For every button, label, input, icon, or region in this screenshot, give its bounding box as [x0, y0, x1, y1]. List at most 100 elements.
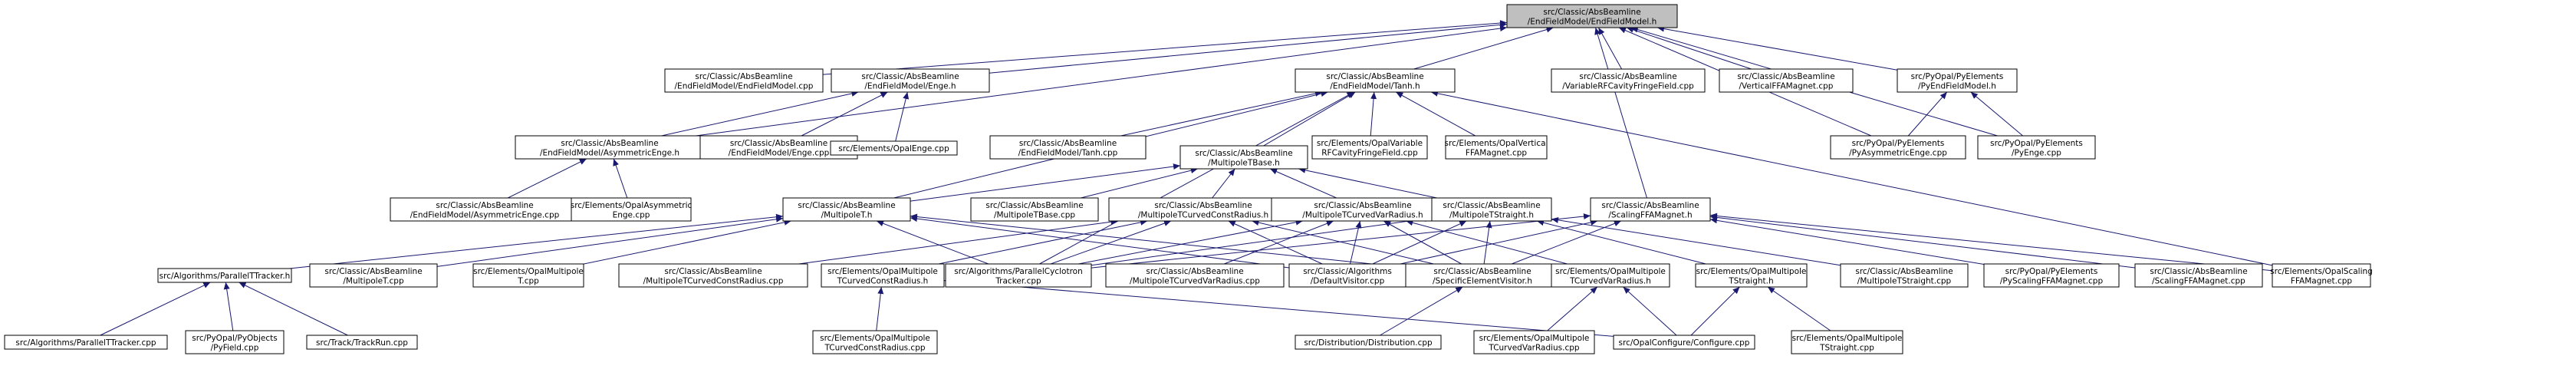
graph-node-sev-h[interactable]: src/Classic/AbsBeamline/SpecificElementV…	[1405, 263, 1560, 288]
node-box	[1719, 68, 1854, 93]
node-label-line: /PyScalingFFAMagnet.cpp	[2000, 276, 2104, 285]
graph-node-mt-h[interactable]: src/Classic/AbsBeamline/MultipoleT.h	[782, 197, 911, 222]
graph-node-trackrun-cpp[interactable]: src/Track/TrackRun.cpp	[306, 335, 418, 350]
node-box	[2134, 263, 2263, 288]
node-box	[1271, 197, 1455, 222]
node-label-line: /VariableRFCavityFringeField.cpp	[1562, 81, 1694, 91]
graph-node-opalmtcvr-cpp[interactable]: src/Elements/OpalMultipoleTCurvedVarRadi…	[1473, 330, 1595, 354]
graph-node-mtccr-cpp[interactable]: src/Classic/AbsBeamline/MultipoleTCurved…	[618, 263, 808, 288]
node-label-line: src/Elements/OpalMultipole	[1792, 334, 1903, 343]
graph-node-mtbase-h[interactable]: src/Classic/AbsBeamline/MultipoleTBase.h	[1179, 145, 1308, 170]
graph-node-mtbase-cpp[interactable]: src/Classic/AbsBeamline/MultipoleTBase.c…	[970, 197, 1099, 222]
node-label-line: TCurvedVarRadius.cpp	[1488, 343, 1580, 352]
node-label-line: src/Classic/AbsBeamline	[436, 201, 533, 210]
graph-node-asymenge-cpp[interactable]: src/Classic/AbsBeamline/EndFieldModel/As…	[390, 197, 580, 222]
node-label-line: src/Classic/AbsBeamline	[1737, 72, 1834, 81]
graph-node-mts-cpp[interactable]: src/Classic/AbsBeamline/MultipoleTStraig…	[1840, 263, 1969, 288]
graph-node-tanh-cpp[interactable]: src/Classic/AbsBeamline/EndFieldModel/Ta…	[989, 135, 1147, 160]
graph-node-pysffa-cpp[interactable]: src/PyOpal/PyElements/PyScalingFFAMagnet…	[1983, 263, 2120, 288]
graph-node-pyefm-h[interactable]: src/PyOpal/PyElements/PyEndFieldModel.h	[1897, 68, 2018, 93]
node-label-line: src/Classic/AbsBeamline	[1314, 201, 1411, 210]
graph-node-opalvrfc-cpp[interactable]: src/Elements/OpalVariableRFCavityFringeF…	[1311, 135, 1428, 160]
include-edge-sffa_h-to-root	[1594, 27, 1647, 199]
include-edge-opalmtccr_h-to-mtccr_h	[938, 219, 1148, 265]
node-label-line: src/Classic/AbsBeamline	[561, 139, 658, 148]
graph-node-mt-cpp[interactable]: src/Classic/AbsBeamline/MultipoleT.cpp	[309, 263, 438, 288]
include-edge-pyenge_cpp-to-pyefm_h	[1970, 91, 2023, 137]
graph-node-sffa-cpp[interactable]: src/Classic/AbsBeamline/ScalingFFAMagnet…	[2134, 263, 2263, 288]
include-edge-tanh_cpp-to-tanh_h	[1120, 91, 1323, 137]
node-label-line: /VerticalFFAMagnet.cpp	[1739, 81, 1834, 91]
node-box	[1445, 135, 1548, 160]
node-box	[1791, 330, 1903, 354]
graph-node-configure-cpp[interactable]: src/OpalConfigure/Configure.cpp	[1613, 335, 1755, 350]
include-edge-opalmtcvr_cpp-to-opalmtcvr_h	[1547, 286, 1598, 331]
graph-node-dv-cpp[interactable]: src/Classic/Algorithms/DefaultVisitor.cp…	[1288, 263, 1406, 288]
graph-node-mts-h[interactable]: src/Classic/AbsBeamline/MultipoleTStraig…	[1431, 197, 1552, 222]
include-edge-mtccr_cpp-to-mtccr_h	[798, 219, 1118, 265]
graph-node-opalmtccr-cpp[interactable]: src/Elements/OpalMultipoleTCurvedConstRa…	[812, 330, 938, 354]
include-edge-mts_cpp-to-mts_h	[1551, 216, 1841, 266]
node-label-line: src/Classic/AbsBeamline	[1855, 267, 1953, 276]
graph-node-ptt-cpp[interactable]: src/Algorithms/ParallelTTracker.cpp	[4, 335, 168, 350]
node-label-line: src/Classic/Algorithms	[1303, 267, 1392, 276]
node-box	[1551, 263, 1670, 288]
include-edge-pyfield_cpp-to-ptt_h	[223, 282, 234, 331]
node-label-line: src/Classic/AbsBeamline	[861, 72, 959, 81]
graph-node-efm-cpp[interactable]: src/Classic/AbsBeamline/EndFieldModel/En…	[664, 68, 824, 93]
node-label-line: /EndFieldModel/Enge.h	[864, 81, 956, 91]
graph-node-mtccr-h[interactable]: src/Classic/AbsBeamline/MultipoleTCurved…	[1108, 197, 1298, 222]
node-box	[812, 330, 938, 354]
node-label-line: /MultipoleTBase.h	[1208, 158, 1280, 167]
node-label-line: T.cpp	[517, 276, 539, 285]
node-label-line: /PyEndFieldModel.h	[1918, 81, 1996, 91]
graph-node-ptt-h[interactable]: src/Algorithms/ParallelTTracker.h	[157, 268, 292, 283]
graph-node-asymenge-h[interactable]: src/Classic/AbsBeamline/EndFieldModel/As…	[515, 135, 705, 160]
graph-node-pct-cpp[interactable]: src/Algorithms/ParallelCyclotronTracker.…	[945, 263, 1092, 288]
node-label-line: src/Classic/AbsBeamline	[1019, 139, 1117, 148]
graph-node-dist-cpp[interactable]: src/Distribution/Distribution.cpp	[1295, 335, 1442, 350]
graph-node-pyasym-cpp[interactable]: src/PyOpal/PyElements/PyAsymmetricEnge.c…	[1830, 135, 1966, 160]
graph-node-root[interactable]: src/Classic/AbsBeamline/EndFieldModel/En…	[1506, 4, 1678, 28]
include-edge-opalvffa_cpp-to-tanh_h	[1396, 91, 1476, 137]
node-label-line: src/Classic/AbsBeamline	[1154, 201, 1252, 210]
graph-node-vffa-cpp[interactable]: src/Classic/AbsBeamline/VerticalFFAMagne…	[1719, 68, 1854, 93]
include-edge-opalasym_cpp-to-asymenge_h	[613, 158, 628, 199]
node-label-line: TCurvedVarRadius.h	[1569, 276, 1651, 285]
node-label-line: RFCavityFringeField.cpp	[1321, 148, 1418, 157]
graph-node-opalmtccr-h[interactable]: src/Elements/OpalMultipoleTCurvedConstRa…	[821, 263, 945, 288]
graph-node-pyfield-cpp[interactable]: src/PyOpal/PyObjects/PyField.cpp	[185, 330, 285, 354]
node-label-line: /EndFieldModel/Tanh.h	[1330, 81, 1420, 91]
include-edge-pyefm_h-to-root	[1656, 25, 1898, 71]
node-label-line: /MultipoleT.cpp	[343, 276, 404, 285]
node-label-line: src/Classic/AbsBeamline	[798, 201, 895, 210]
include-edge-configure_cpp-to-opalmts_h	[1690, 286, 1740, 336]
node-box	[989, 135, 1147, 160]
node-label-line: src/Classic/AbsBeamline	[2150, 267, 2247, 276]
graph-node-mtcvr-h[interactable]: src/Classic/AbsBeamline/MultipoleTCurved…	[1271, 197, 1455, 222]
include-edge-vrfc_cpp-to-root	[1597, 27, 1623, 70]
graph-node-vrfc-cpp[interactable]: src/Classic/AbsBeamline/VariableRFCavity…	[1551, 68, 1706, 93]
node-box	[821, 263, 945, 288]
include-edge-configure_cpp-to-opalmtcvr_h	[1623, 286, 1677, 336]
node-label-line: /EndFieldModel/Tanh.cpp	[1018, 148, 1118, 157]
graph-node-opalenge-cpp[interactable]: src/Elements/OpalEnge.cpp	[830, 140, 958, 156]
include-edge-sev_h-to-mt_h	[910, 213, 1406, 269]
graph-node-sffa-h[interactable]: src/Classic/AbsBeamline/ScalingFFAMagnet…	[1590, 197, 1711, 222]
graph-node-opalmtcvr-h[interactable]: src/Elements/OpalMultipoleTCurvedVarRadi…	[1551, 263, 1670, 288]
graph-node-tanh-h[interactable]: src/Classic/AbsBeamline/EndFieldModel/Ta…	[1295, 68, 1456, 93]
graph-node-enge-h[interactable]: src/Classic/AbsBeamline/EndFieldModel/En…	[831, 68, 990, 93]
include-edge-mtbase_cpp-to-mtbase_h	[1081, 167, 1198, 199]
graph-node-mtcvr-cpp[interactable]: src/Classic/AbsBeamline/MultipoleTCurved…	[1105, 263, 1285, 288]
graph-node-pyenge-cpp[interactable]: src/PyOpal/PyElements/PyEnge.cpp	[1977, 135, 2096, 160]
include-edge-pct_cpp-to-mtcvr_h	[1078, 219, 1303, 265]
node-label-line: src/Classic/AbsBeamline	[695, 72, 792, 81]
node-label-line: src/Classic/AbsBeamline	[1443, 201, 1540, 210]
include-edge-mts_h-to-mtbase_h	[1298, 166, 1437, 199]
